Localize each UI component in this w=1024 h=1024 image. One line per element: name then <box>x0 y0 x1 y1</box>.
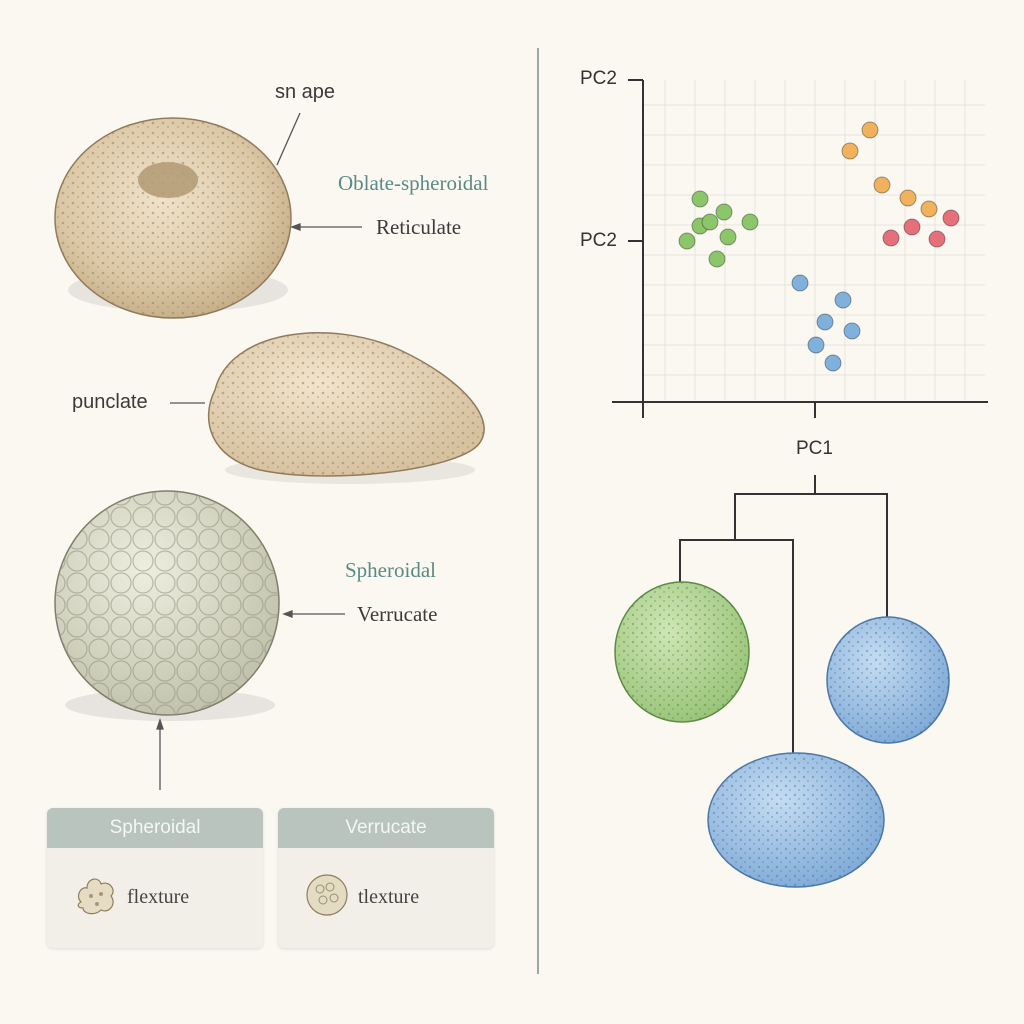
scatter-point-green <box>741 213 759 231</box>
scatter-point-green <box>678 232 696 250</box>
verrucate-grain <box>54 490 280 721</box>
cluster-grain-green <box>614 581 750 723</box>
dendrogram <box>679 475 888 755</box>
card-text: flexture <box>127 886 190 908</box>
verrucate-label: Verrucate <box>357 602 438 626</box>
pollen-lobed-icon <box>77 878 114 915</box>
pollen-verrucate-icon <box>306 874 348 916</box>
card-text: tlexture <box>358 886 420 908</box>
verrucate-card: Verrucate tlexture <box>278 808 494 948</box>
scatter-point-orange <box>841 142 859 160</box>
scatter-axes <box>612 79 988 418</box>
scatter-point-blue <box>816 313 834 331</box>
shape-label: sn ape <box>275 81 336 103</box>
scatter-point-red <box>928 230 946 248</box>
punctate-grain <box>207 332 485 484</box>
scatter-point-blue <box>807 336 825 354</box>
cluster-grain-blue-large <box>707 752 885 888</box>
scatter-point-green <box>701 213 719 231</box>
scatter-point-orange <box>873 176 891 194</box>
spheroidal-label: Spheroidal <box>345 558 436 582</box>
scatter-point-red <box>882 229 900 247</box>
scatter-point-green <box>708 250 726 268</box>
scatter-point-green <box>691 190 709 208</box>
scatter-point-blue <box>834 291 852 309</box>
y-axis-label-top: PC2 <box>580 68 617 89</box>
scatter-point-orange <box>899 189 917 207</box>
panel-divider <box>537 48 539 974</box>
scatter-point-blue <box>791 274 809 292</box>
leader-lines <box>156 112 362 790</box>
scatter-points <box>678 121 960 372</box>
punctate-label: punclate <box>72 391 148 413</box>
card-header: Verrucate <box>278 808 494 848</box>
y-axis-label-mid: PC2 <box>580 230 617 251</box>
scatter-point-orange <box>920 200 938 218</box>
scatter-point-green <box>719 228 737 246</box>
scatter-point-red <box>903 218 921 236</box>
cluster-grain-blue-small <box>826 616 950 744</box>
reticulate-label: Reticulate <box>376 215 462 239</box>
card-header: Spheroidal <box>47 808 263 848</box>
oblate-spheroidal-grain <box>54 117 292 319</box>
scatter-point-red <box>942 209 960 227</box>
scatter-point-green <box>715 203 733 221</box>
scatter-point-blue <box>824 354 842 372</box>
oblate-spheroidal-label: Oblate-spheroidal <box>338 171 489 195</box>
x-axis-label: PC1 <box>796 438 833 459</box>
spheroidal-card: Spheroidal flexture <box>47 808 263 948</box>
scatter-point-blue <box>843 322 861 340</box>
scatter-point-orange <box>861 121 879 139</box>
